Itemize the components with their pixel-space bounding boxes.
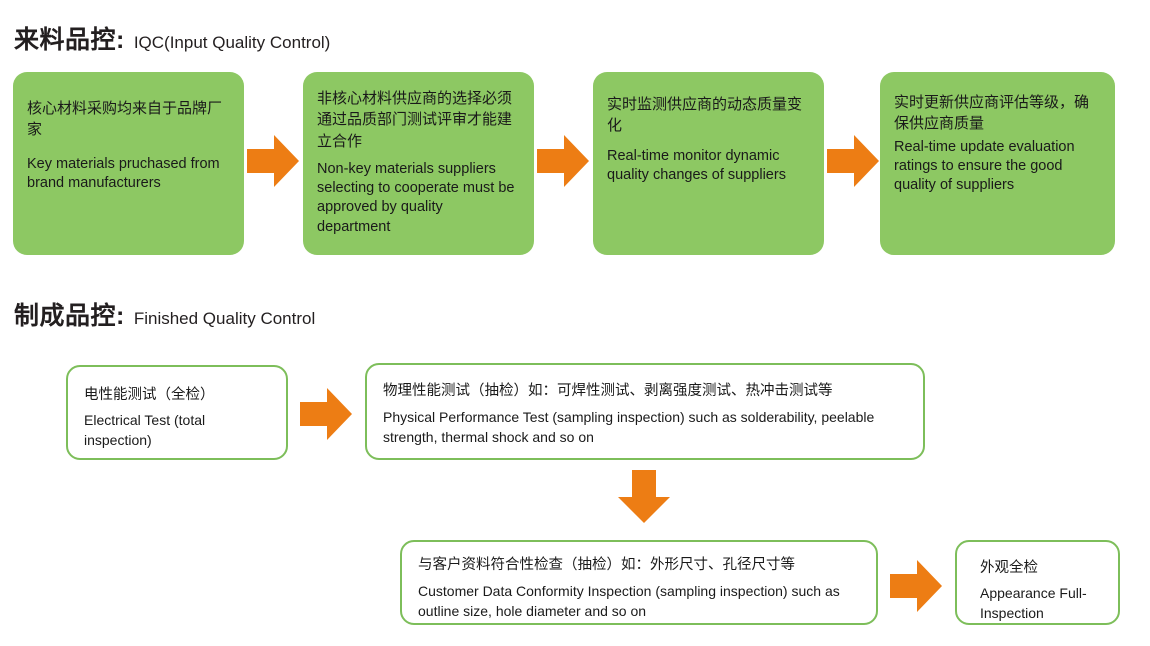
iqc-step-box-1: 核心材料采购均来自于品牌厂家 Key materials pruchased f… — [13, 72, 244, 255]
fqc-step-box-physical-performance-test-en: Physical Performance Test (sampling insp… — [383, 409, 875, 445]
fqc-step-box-electrical-test-cn: 电性能测试（全检） — [84, 387, 215, 403]
fqc-step-box-physical-performance-test-cn: 物理性能测试（抽检）如：可焊性测试、剥离强度测试、热冲击测试等 — [383, 383, 833, 399]
section-heading-iqc-cn: 来料品控: — [14, 26, 125, 54]
iqc-step-box-2-en: Non-key materials suppliers selecting to… — [317, 160, 515, 235]
arrow-right-icon — [890, 558, 942, 614]
arrow-right-icon — [537, 133, 589, 189]
section-heading-fqc-cn: 制成品控: — [14, 302, 125, 330]
arrow-down-icon — [616, 470, 672, 525]
fqc-step-box-electrical-test: 电性能测试（全检） Electrical Test (total inspect… — [66, 365, 288, 460]
fqc-step-box-customer-data-conformity: 与客户资料符合性检查（抽检）如：外形尺寸、孔径尺寸等 Customer Data… — [400, 540, 878, 625]
iqc-step-box-1-en: Key materials pruchased from brand manuf… — [27, 155, 220, 191]
iqc-step-box-2-cn: 非核心材料供应商的选择必须通过品质部门测试评审才能建立合作 — [317, 89, 513, 150]
section-heading-fqc-en: Finished Quality Control — [133, 309, 316, 328]
arrow-right-icon — [300, 386, 352, 442]
iqc-step-box-1-cn: 核心材料采购均来自于品牌厂家 — [27, 99, 223, 139]
iqc-step-box-2: 非核心材料供应商的选择必须通过品质部门测试评审才能建立合作 Non-key ma… — [303, 72, 534, 255]
fqc-step-box-customer-data-conformity-en: Customer Data Conformity Inspection (sam… — [418, 583, 840, 619]
fqc-step-box-appearance-full-inspection-en: Appearance Full-Inspection — [980, 585, 1087, 621]
arrow-right-icon — [827, 133, 879, 189]
iqc-step-box-4: 实时更新供应商评估等级，确保供应商质量 Real-time update eva… — [880, 72, 1115, 255]
fqc-step-box-appearance-full-inspection-cn: 外观全检 — [980, 560, 1038, 576]
fqc-step-box-appearance-full-inspection: 外观全检 Appearance Full-Inspection — [955, 540, 1120, 625]
iqc-step-box-3: 实时监测供应商的动态质量变化 Real-time monitor dynamic… — [593, 72, 824, 255]
section-heading-iqc: 来料品控: IQC(Input Quality Control) — [14, 28, 330, 53]
fqc-step-box-customer-data-conformity-cn: 与客户资料符合性检查（抽检）如：外形尺寸、孔径尺寸等 — [418, 557, 795, 573]
section-heading-iqc-en: IQC(Input Quality Control) — [133, 33, 331, 52]
iqc-step-box-3-cn: 实时监测供应商的动态质量变化 — [607, 95, 803, 135]
arrow-right-icon — [247, 133, 299, 189]
fqc-step-box-physical-performance-test: 物理性能测试（抽检）如：可焊性测试、剥离强度测试、热冲击测试等 Physical… — [365, 363, 925, 460]
fqc-step-box-electrical-test-en: Electrical Test (total inspection) — [84, 412, 206, 448]
iqc-step-box-4-cn: 实时更新供应商评估等级，确保供应商质量 — [894, 93, 1090, 133]
iqc-step-box-4-en: Real-time update evaluation ratings to e… — [894, 138, 1075, 194]
iqc-step-box-3-en: Real-time monitor dynamic quality change… — [607, 147, 786, 183]
section-heading-fqc: 制成品控: Finished Quality Control — [14, 304, 315, 329]
